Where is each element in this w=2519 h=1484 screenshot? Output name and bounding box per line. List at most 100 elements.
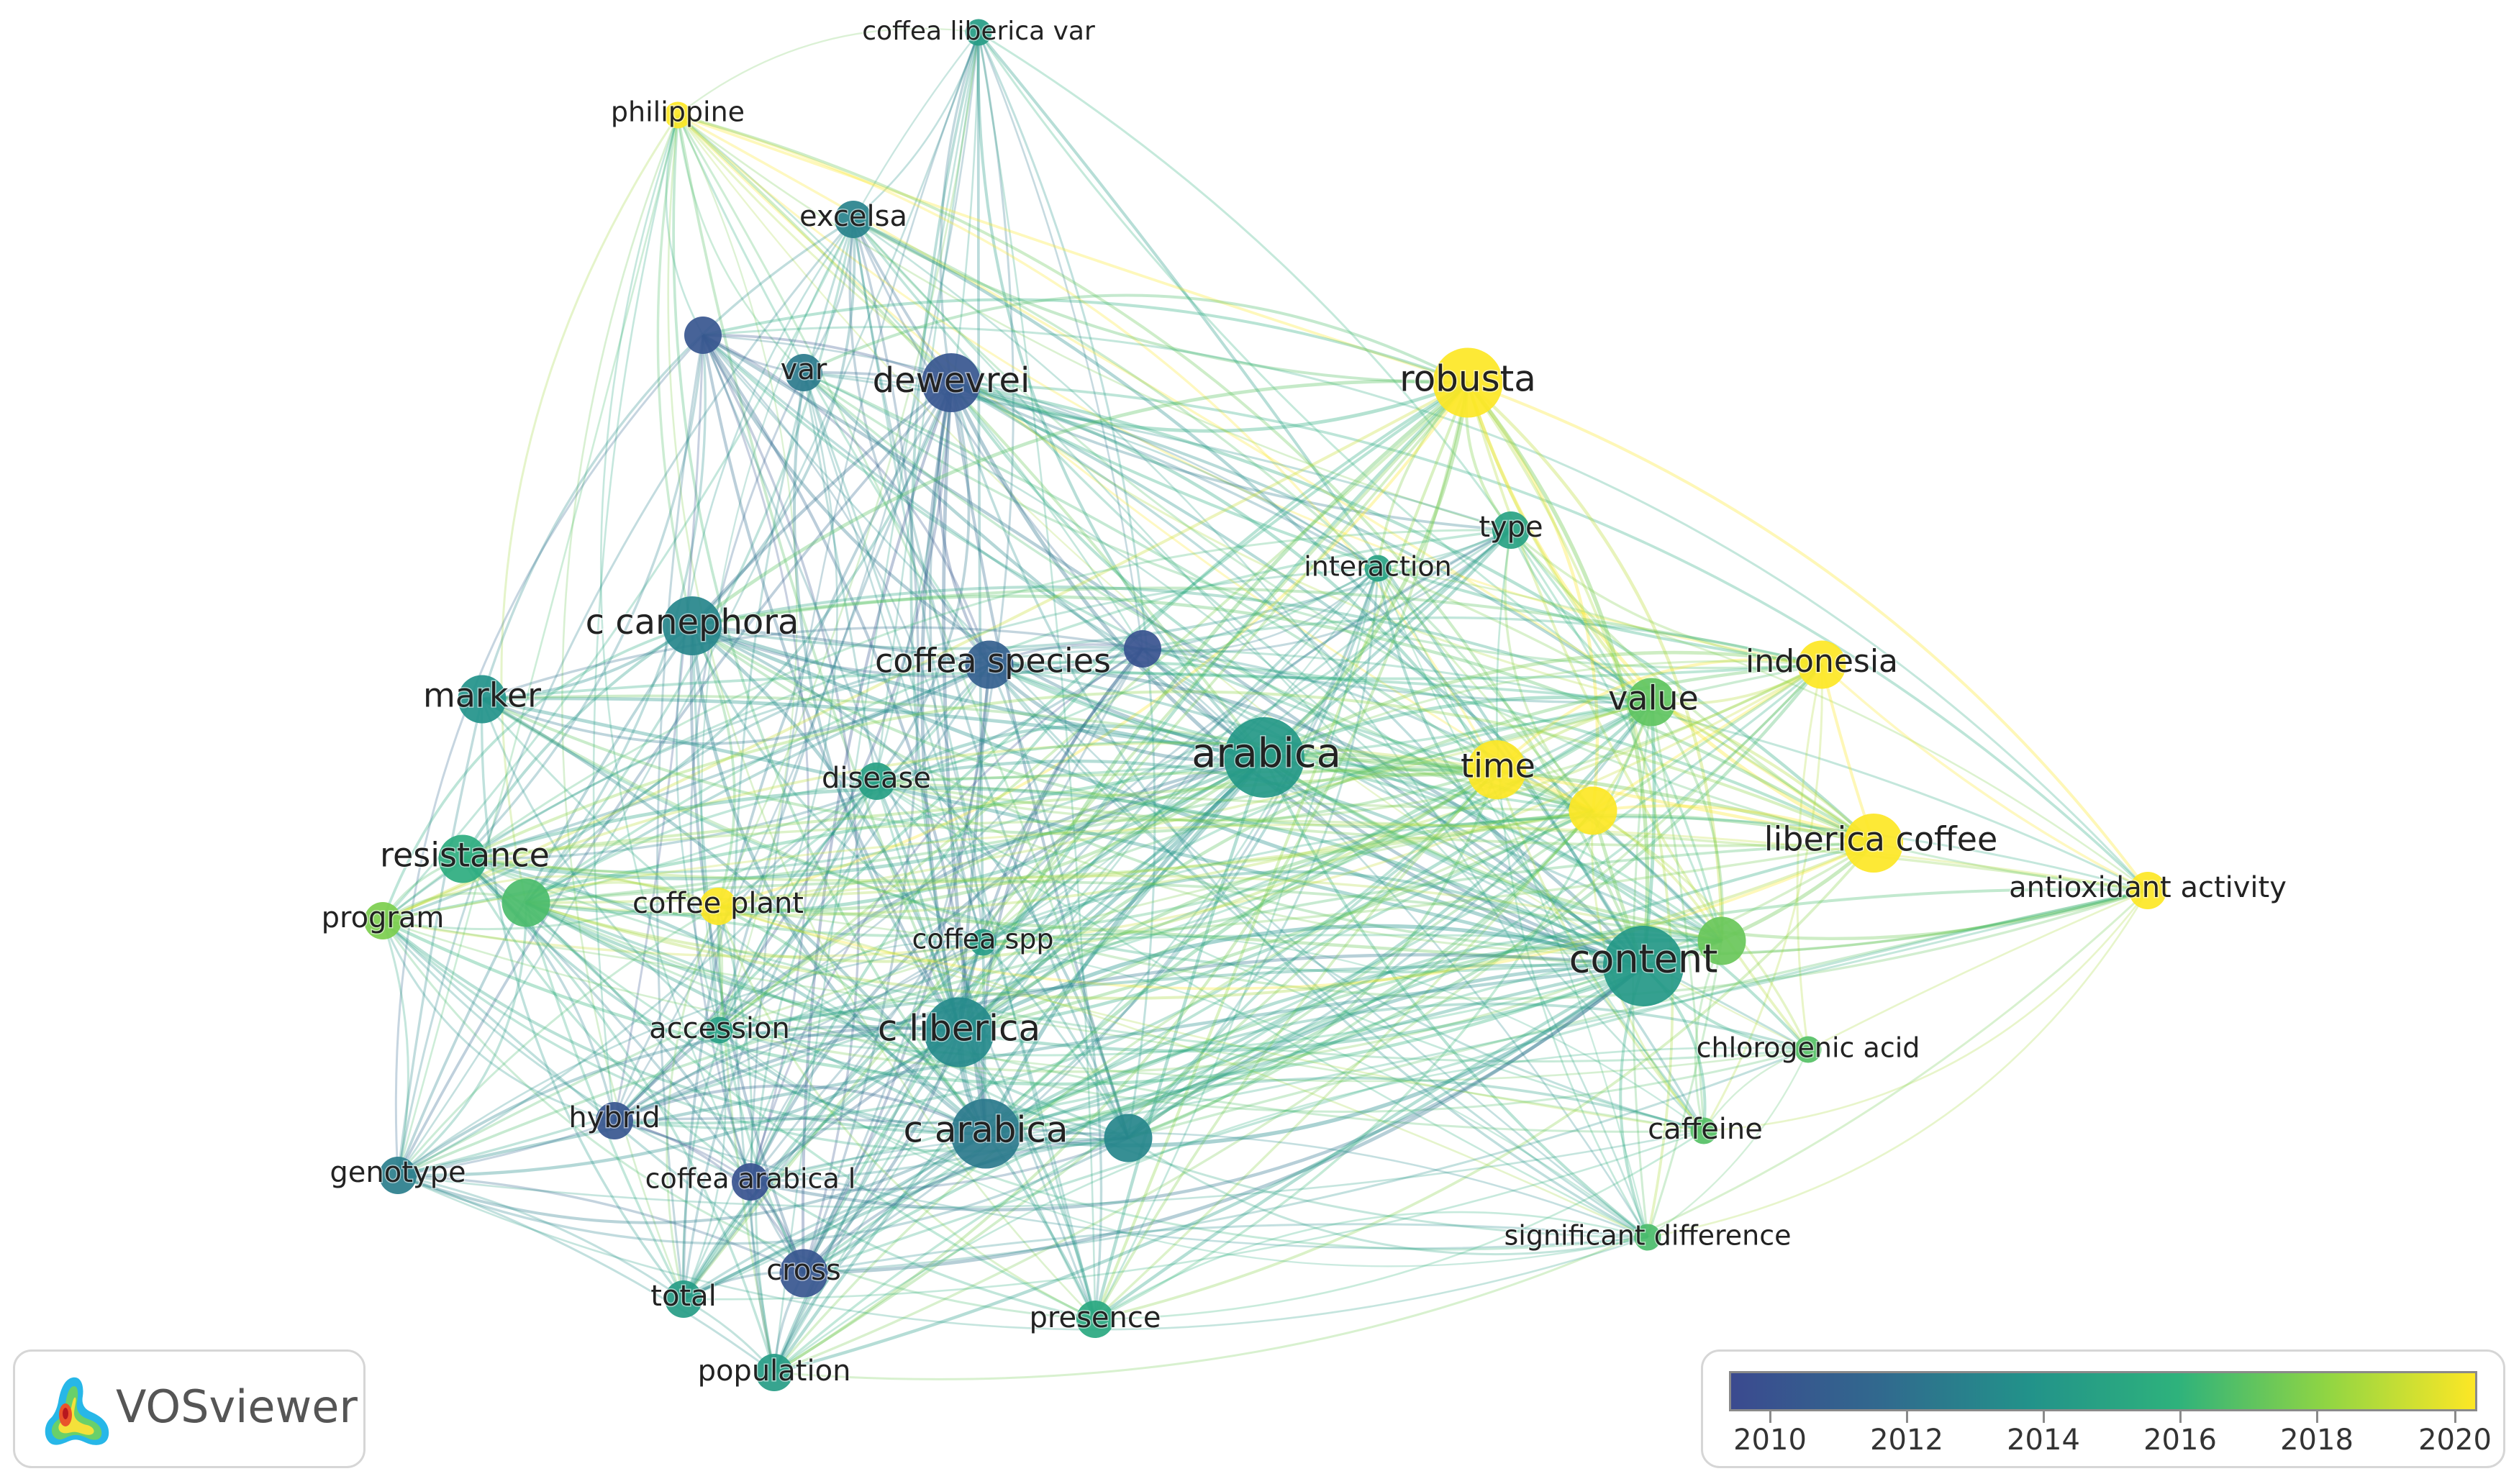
node-c-liberica[interactable] (924, 997, 994, 1068)
legend-year-label: 2010 (1733, 1424, 1807, 1457)
edge-marker-genotype (396, 698, 484, 1176)
edge-unlabeled-6-coffea-arabica-l (750, 1137, 1129, 1191)
node-resistance[interactable] (438, 834, 487, 883)
edge-resistance-hybrid (461, 857, 616, 1121)
node-unlabeled-2[interactable] (1124, 630, 1161, 668)
legend-tick (2043, 1411, 2045, 1423)
edge-time-c-arabica (984, 768, 1498, 1135)
node-indonesia[interactable] (1797, 640, 1846, 689)
node-label-dewevrei: dewevrei (873, 360, 1030, 401)
node-hybrid[interactable] (596, 1102, 633, 1139)
node-accession[interactable] (706, 1016, 733, 1044)
edge-var-coffea-arabica-l (689, 372, 805, 1183)
edge-coffea-species-content (989, 663, 1645, 968)
node-robusta[interactable] (1433, 347, 1503, 418)
node-c-arabica[interactable] (950, 1098, 1021, 1169)
node-coffea-species[interactable] (965, 640, 1014, 689)
edge-interaction-unlabeled-6 (1127, 568, 1379, 1139)
node-label-significant-difference: significant difference (1504, 1220, 1791, 1252)
edge-unlabeled-3-c-arabica (985, 809, 1594, 1136)
node-coffea-arabica-l[interactable] (732, 1163, 769, 1201)
edge-caffeine-total (683, 1129, 1705, 1301)
node-label-time: time (1461, 747, 1535, 786)
edge-unlabeled-1-robusta (702, 298, 1469, 384)
edge-philippine-coffea-species (676, 114, 991, 665)
node-antioxidant-activity[interactable] (2129, 872, 2166, 909)
edge-value-total (682, 701, 1652, 1300)
node-philippine[interactable] (664, 101, 691, 129)
node-coffee-plant[interactable] (699, 888, 737, 925)
edge-c-canephora-unlabeled-3 (691, 624, 1594, 829)
edge-unlabeled-6-genotype (397, 1137, 1129, 1245)
node-unlabeled-5[interactable] (1697, 916, 1746, 965)
node-excelsa[interactable] (835, 201, 872, 238)
node-arabica[interactable] (1224, 717, 1304, 798)
node-chlorogenic-acid[interactable] (1794, 1036, 1822, 1063)
edge-coffea-liberica-var-genotype (396, 32, 980, 1176)
node-label-presence: presence (1030, 1301, 1161, 1334)
edge-c-canephora-arabica (691, 624, 1265, 760)
legend-year-label: 2016 (2143, 1424, 2217, 1457)
node-significant-difference[interactable] (1634, 1224, 1661, 1251)
edge-disease-c-liberica (875, 780, 961, 1033)
node-coffea-liberica-var[interactable] (965, 19, 992, 46)
edge-unlabeled-1-coffea-arabica-l (702, 334, 810, 1183)
node-time[interactable] (1467, 740, 1526, 799)
edge-interaction-total (683, 568, 1379, 1301)
node-cross[interactable] (779, 1249, 828, 1298)
edge-indonesia-time (1495, 658, 1823, 771)
edge-type-unlabeled-2 (1142, 529, 1512, 653)
edge-accession-c-arabica (718, 1029, 986, 1135)
node-genotype[interactable] (379, 1157, 417, 1194)
node-marker[interactable] (458, 675, 507, 724)
edge-indonesia-genotype (397, 663, 1823, 1177)
edge-chlorogenic-acid-c-arabica (985, 1002, 1809, 1135)
edge-arabica-c-liberica (958, 756, 1266, 1034)
legend-year-label: 2018 (2280, 1424, 2354, 1457)
node-type[interactable] (1492, 511, 1530, 549)
node-label-genotype: genotype (330, 1156, 466, 1189)
edge-content-presence (1094, 965, 1645, 1321)
edge-robusta-unlabeled-5 (1466, 381, 1724, 942)
edge-coffea-species-caffeine (988, 664, 1705, 1132)
edge-coffea-liberica-var-philippine (677, 27, 979, 116)
edge-program-coffee-plant (382, 875, 719, 922)
edge-philippine-accession (676, 114, 798, 1031)
edge-robusta-chlorogenic-acid (1466, 382, 1810, 1051)
edge-unlabeled-2-significant-difference (1142, 648, 1649, 1238)
edge-antioxidant-activity-caffeine (1703, 890, 2149, 1132)
edge-liberica-coffee-coffea-spp (982, 842, 1874, 944)
node-unlabeled-6[interactable] (1104, 1114, 1153, 1162)
node-label-excelsa: excelsa (799, 200, 907, 233)
edge-disease-antioxidant-activity (876, 780, 2148, 957)
edge-arabica-accession (719, 756, 1266, 1032)
node-content[interactable] (1603, 926, 1684, 1006)
node-coffea-spp[interactable] (969, 929, 997, 956)
edge-coffee-plant-significant-difference (717, 905, 1648, 1239)
node-population[interactable] (755, 1354, 793, 1391)
node-value[interactable] (1627, 678, 1676, 727)
node-liberica-coffee[interactable] (1844, 814, 1903, 873)
node-label-total: total (650, 1280, 716, 1313)
node-c-canephora[interactable] (663, 596, 722, 655)
edge-accession-total (682, 1029, 727, 1300)
edge-arabica-disease (875, 724, 1265, 783)
node-unlabeled-1[interactable] (684, 317, 722, 354)
node-presence[interactable] (1076, 1301, 1114, 1338)
node-unlabeled-3[interactable] (1569, 786, 1617, 835)
node-var[interactable] (785, 354, 822, 391)
node-unlabeled-4[interactable] (501, 878, 550, 927)
edge-robusta-content (1466, 381, 1650, 967)
edge-interaction-unlabeled-2 (1142, 568, 1379, 652)
node-dewevrei[interactable] (922, 353, 981, 412)
node-disease[interactable] (858, 763, 895, 800)
node-interaction[interactable] (1364, 555, 1392, 582)
node-program[interactable] (364, 902, 401, 939)
node-total[interactable] (665, 1280, 702, 1318)
edge-unlabeled-4-genotype (396, 902, 527, 1177)
edge-arabica-chlorogenic-acid (1263, 756, 1810, 1051)
edge-unlabeled-1-total (655, 334, 704, 1300)
node-caffeine[interactable] (1690, 1117, 1717, 1144)
edge-coffea-liberica-var-content (977, 31, 1645, 968)
